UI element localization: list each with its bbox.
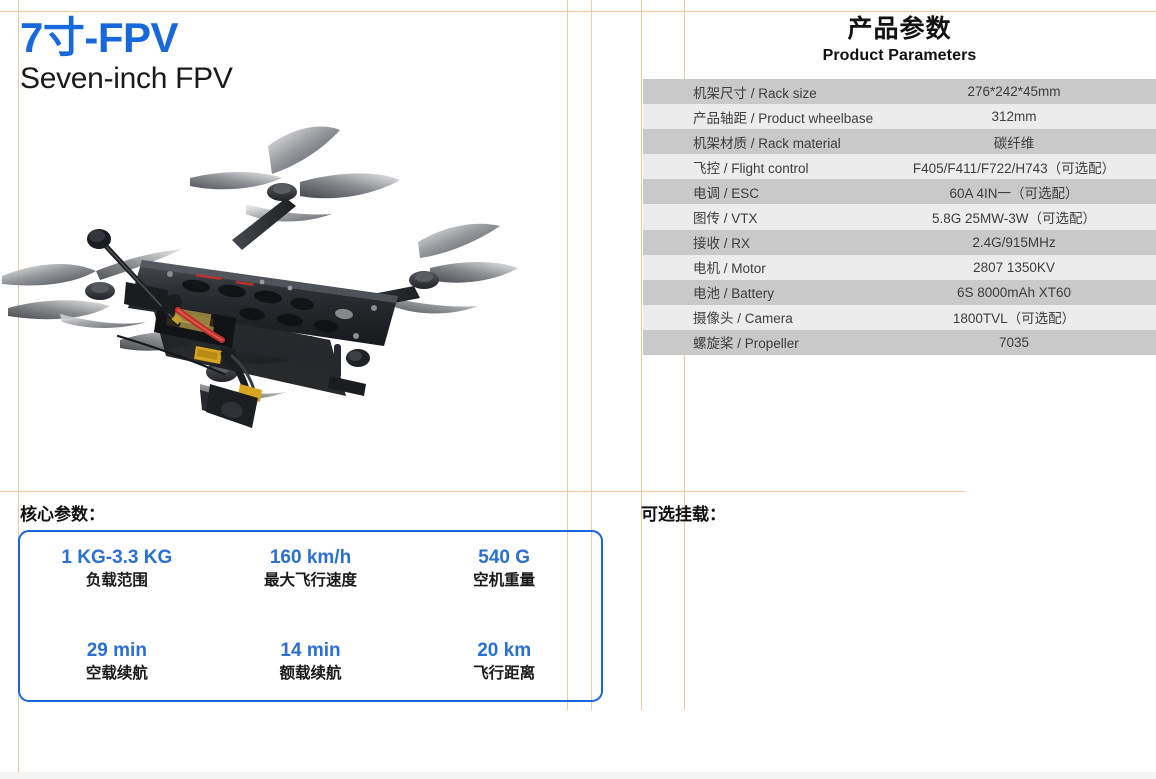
core-parameter-value: 1 KG-3.3 KG — [61, 547, 173, 568]
table-row: 电机 / Motor 2807 1350KV — [643, 254, 1156, 280]
core-parameters-box: 1 KG-3.3 KG 负载范围 160 km/h 最大飞行速度 540 G 空机重量 29… — [18, 530, 603, 702]
param-key: 电机 / Motor — [693, 261, 766, 277]
propeller-rear-right — [392, 223, 518, 314]
vtx-antenna — [161, 294, 225, 343]
product-parameters-table: 机架尺寸 / Rack size 276*242*45mm 产品轴距 / Produ… — [643, 79, 1156, 356]
core-parameters-row: 29 min 空载续航 14 min 额载续航 20 km 飞行距离 — [20, 639, 601, 684]
arm-front-right — [232, 198, 296, 250]
param-value: 7035 — [998, 334, 1030, 350]
param-key: 电池 / Battery — [693, 286, 775, 302]
param-value: 5.8G 25MW-3W（可选配） — [931, 211, 1097, 227]
core-parameter-cell: 14 min 额载续航 — [214, 639, 408, 684]
params-heading-en: Product Parameters — [822, 47, 977, 65]
core-parameter-cell: 540 G 空机重量 — [407, 546, 601, 591]
canvas-bottom-edge — [0, 772, 1156, 779]
table-row: 电池 / Battery 6S 8000mAh XT60 — [643, 279, 1156, 305]
fpv-drone-image — [0, 108, 520, 438]
core-parameter-cell: 20 km 飞行距离 — [407, 639, 601, 684]
propeller-front-right — [190, 126, 400, 222]
param-key: 电调 / ESC — [693, 185, 760, 201]
main-frame-plate — [128, 260, 398, 346]
param-key: 图传 / VTX — [693, 211, 758, 227]
guide-line-vertical — [641, 0, 642, 710]
core-parameter-label: 最大飞行速度 — [264, 571, 358, 589]
param-key: 接收 / RX — [693, 236, 751, 252]
product-parameters-heading: 产品参数 Product Parameters — [643, 14, 1156, 67]
param-key: 飞控 / Flight control — [693, 160, 809, 176]
param-key: 螺旋桨 / Propeller — [693, 336, 799, 352]
param-key: 机架材质 / Rack material — [693, 135, 841, 151]
table-row: 飞控 / Flight control F405/F411/F722/H743（可… — [643, 154, 1156, 180]
core-parameters-label: 核心参数： — [20, 505, 105, 524]
core-parameter-cell: 1 KG-3.3 KG 负载范围 — [20, 546, 214, 591]
core-parameter-value: 14 min — [280, 640, 341, 662]
propeller-rear-left — [2, 249, 182, 328]
core-parameter-cell: 160 km/h 最大飞行速度 — [214, 546, 408, 591]
param-value: 1800TVL（可选配） — [952, 311, 1076, 327]
param-key: 机架尺寸 / Rack size — [693, 85, 817, 101]
param-value: 312mm — [991, 109, 1037, 125]
param-value: 碳纤维 — [993, 135, 1035, 151]
param-value: 2807 1350KV — [973, 259, 1055, 275]
core-parameter-label: 负载范围 — [85, 571, 148, 589]
core-parameters-row: 1 KG-3.3 KG 负载范围 160 km/h 最大飞行速度 540 G 空机重量 — [20, 546, 601, 591]
param-value: F405/F411/F722/H743（可选配） — [912, 160, 1116, 176]
table-row: 电调 / ESC 60A 4IN一（可选配） — [643, 179, 1156, 205]
core-parameter-label: 空载续航 — [85, 664, 148, 682]
param-value: 6S 8000mAh XT60 — [956, 284, 1072, 300]
core-parameter-label: 飞行距离 — [473, 664, 536, 682]
core-parameter-cell: 29 min 空载续航 — [20, 639, 214, 684]
param-value: 60A 4IN一（可选配） — [949, 185, 1079, 201]
params-heading-cn: 产品参数 — [847, 15, 952, 43]
table-row: 图传 / VTX 5.8G 25MW-3W（可选配） — [643, 204, 1156, 230]
guide-line-horizontal — [0, 491, 965, 492]
table-row: 接收 / RX 2.4G/915MHz — [643, 229, 1156, 255]
core-parameter-value: 20 km — [477, 640, 532, 662]
page-title-en: Seven-inch FPV — [20, 62, 233, 95]
param-value: 276*242*45mm — [967, 84, 1061, 100]
page-title-cn: 7寸-FPV — [20, 14, 179, 61]
core-parameter-label: 空机重量 — [473, 571, 536, 589]
param-value: 2.4G/915MHz — [972, 234, 1056, 250]
core-parameter-label: 额载续航 — [279, 664, 342, 682]
table-row: 机架尺寸 / Rack size 276*242*45mm — [643, 79, 1156, 105]
table-row: 机架材质 / Rack material 碳纤维 — [643, 129, 1156, 155]
table-row: 摄像头 / Camera 1800TVL（可选配） — [643, 304, 1156, 330]
param-key: 摄像头 / Camera — [693, 311, 793, 327]
optional-payload-label: 可选挂载： — [641, 505, 726, 524]
core-parameter-value: 29 min — [86, 640, 147, 662]
guide-line-horizontal — [0, 11, 1156, 12]
core-parameter-value: 160 km/h — [269, 547, 352, 568]
table-row: 螺旋桨 / Propeller 7035 — [643, 329, 1156, 356]
param-key: 产品轴距 / Product wheelbase — [693, 110, 874, 126]
table-row: 产品轴距 / Product wheelbase 312mm — [643, 104, 1156, 130]
core-parameter-value: 540 G — [478, 547, 531, 568]
